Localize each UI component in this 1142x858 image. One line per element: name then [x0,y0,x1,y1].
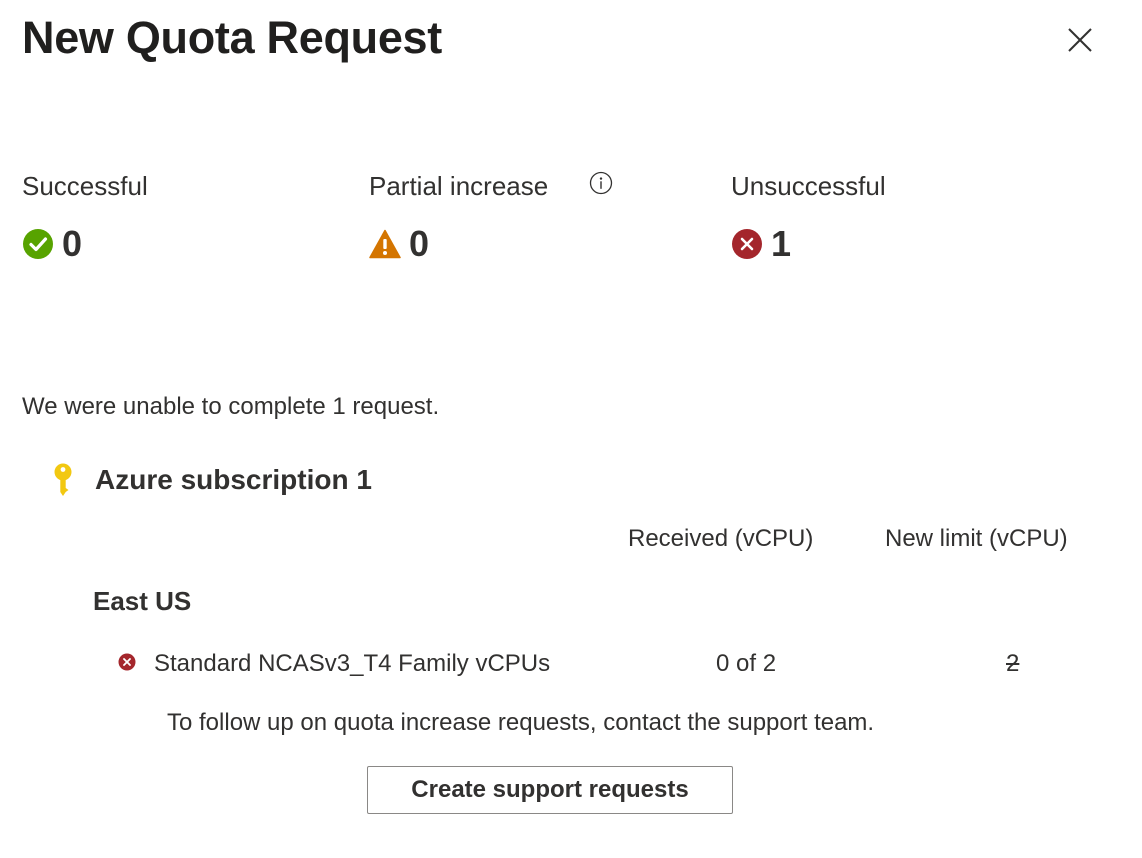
unsuccessful-count: 1 [771,223,792,264]
region-label: East US [93,586,192,616]
followup-text: To follow up on quota increase requests,… [167,709,875,736]
partial-count: 0 [409,223,430,264]
successful-label: Successful [22,171,148,201]
check-circle-icon [22,228,54,260]
key-icon [54,463,72,496]
table-row: Standard NCASv3_T4 Family vCPUs 0 of 2 2 [0,648,1142,684]
column-header-new-limit: New limit (vCPU) [885,525,1068,552]
create-support-requests-button[interactable]: Create support requests [367,766,733,814]
column-header-received: Received (vCPU) [628,525,814,552]
partial-label: Partial increase [369,171,549,201]
summary-partial: Partial increase 0 [369,170,548,264]
summary-successful: Successful 0 [22,170,148,264]
subscription-name: Azure subscription 1 [95,464,372,495]
summary-unsuccessful: Unsuccessful 1 [731,170,886,264]
page-title: New Quota Request [22,12,442,63]
subscription-header: Azure subscription 1 [50,463,372,497]
successful-count: 0 [62,223,83,264]
close-button[interactable] [1062,22,1098,58]
info-icon[interactable] [589,171,613,195]
new-limit-value: 2 [1006,650,1020,677]
quota-name: Standard NCASv3_T4 Family vCPUs [154,650,551,677]
warning-icon [369,228,401,260]
received-value: 0 of 2 [716,650,777,677]
error-icon [118,653,136,671]
error-circle-icon [731,228,763,260]
unsuccessful-label: Unsuccessful [731,171,886,201]
close-icon [1068,28,1092,52]
status-message: We were unable to complete 1 request. [22,393,440,420]
